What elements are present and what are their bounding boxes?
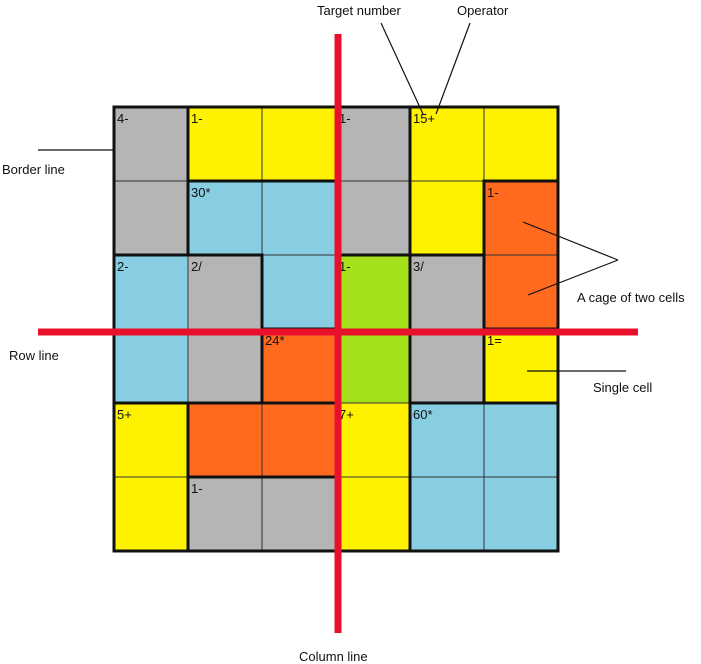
grid-cell (484, 255, 558, 329)
grid-cell (114, 107, 188, 181)
cage-label: 1- (339, 259, 351, 274)
annotation-operator: Operator (457, 3, 509, 18)
grid-cell (188, 403, 262, 477)
grid-cell (114, 181, 188, 255)
grid-cell (114, 403, 188, 477)
cage-label: 1= (487, 333, 502, 348)
grid-cell (336, 403, 410, 477)
cage-label: 15+ (413, 111, 435, 126)
grid-cells (114, 107, 558, 551)
cage-labels: 4- 1- 1- 15+ 30* 1- 2- 2/1- 3/24* 1= 5+ 7+ 60* 1- (117, 111, 502, 496)
grid-cell (262, 329, 336, 403)
grid-cell (410, 403, 484, 477)
grid-cell (410, 107, 484, 181)
cage-label: 24* (265, 333, 285, 348)
cage-label: 30* (191, 185, 211, 200)
grid-cell (336, 255, 410, 329)
grid-cell (262, 181, 336, 255)
cage-label: 7+ (339, 407, 354, 422)
grid-cell (114, 255, 188, 329)
grid-cell (114, 329, 188, 403)
grid-cell (410, 329, 484, 403)
grid-cell (188, 107, 262, 181)
cage-label: 5+ (117, 407, 132, 422)
cage-label: 1- (487, 185, 499, 200)
grid-cell (262, 477, 336, 551)
grid-cell (188, 329, 262, 403)
annotation-single-cell: Single cell (593, 380, 652, 395)
target-number-pointer (380, 22, 424, 115)
annotation-border-line: Border line (2, 162, 65, 177)
grid-cell (188, 477, 262, 551)
cage-label: 2- (117, 259, 129, 274)
grid-cell (336, 329, 410, 403)
cage-label: 3/ (413, 259, 424, 274)
cage-label: 2/ (191, 259, 202, 274)
annotation-cage-two-cells: A cage of two cells (577, 290, 685, 305)
grid-cell (262, 107, 336, 181)
grid-cell (484, 107, 558, 181)
grid-cell (484, 181, 558, 255)
grid-cell (262, 403, 336, 477)
grid-cell (188, 255, 262, 329)
cage-label: 1- (191, 481, 203, 496)
annotation-target-number: Target number (317, 3, 401, 18)
operator-pointer (435, 22, 471, 115)
cage-pointer-top (522, 221, 619, 261)
annotation-column-line: Column line (299, 649, 368, 664)
cage-label: 1- (339, 111, 351, 126)
cage-pointer-bottom (527, 259, 619, 296)
grid-cell (484, 477, 558, 551)
grid-cell (336, 107, 410, 181)
cage-label: 4- (117, 111, 129, 126)
grid-cell (410, 181, 484, 255)
grid-cell (410, 255, 484, 329)
grid-cell (262, 255, 336, 329)
grid-cell (336, 477, 410, 551)
cage-label: 1- (191, 111, 203, 126)
grid-cell (336, 181, 410, 255)
grid-cell (410, 477, 484, 551)
annotation-row-line: Row line (9, 348, 59, 363)
grid-cell (484, 403, 558, 477)
grid-cell (114, 477, 188, 551)
grid-cell (484, 329, 558, 403)
cage-label: 60* (413, 407, 433, 422)
grid-cell (188, 181, 262, 255)
